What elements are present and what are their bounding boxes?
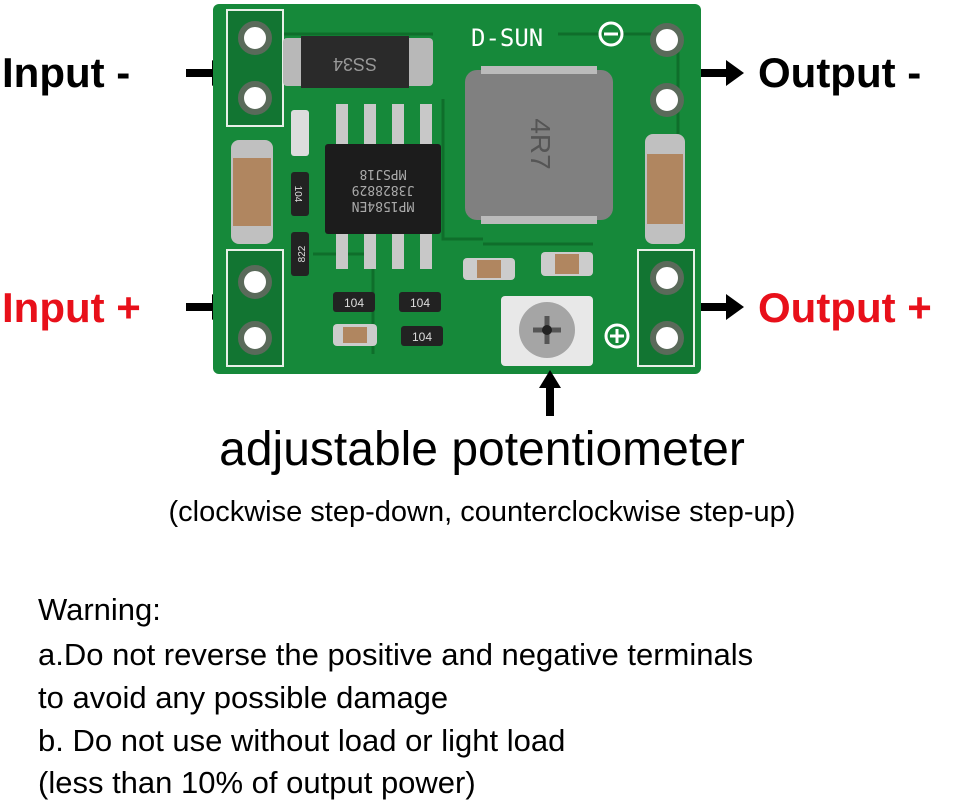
warning-line: a.Do not reverse the positive and negati… [38,637,754,672]
input-positive-label: Input + [2,284,141,331]
potentiometer[interactable] [501,296,593,366]
ic-marking: MPSJ18 [360,166,407,181]
potentiometer-note: (clockwise step-down, counterclockwise s… [168,496,796,528]
warning-line: to avoid any possible damage [38,680,449,715]
resistor-marking: 104 [292,186,303,203]
arrow-up-icon [539,370,561,416]
resistor-marking: 104 [412,330,432,344]
warning-line: (less than 10% of output power) [38,765,476,800]
warning-heading: Warning: [38,592,161,627]
resistor-marking: 104 [344,296,364,310]
ic-marking: J3828829 [352,182,415,197]
resistor-marking: 104 [410,296,430,310]
potentiometer-title: adjustable potentiometer [219,423,745,476]
output-positive-label: Output + [758,284,932,331]
arrow-right-icon [700,294,744,320]
buck-converter-board: D-SUN SS34 MP1584EN J3828829 MPSJ18 4R7 … [213,4,701,374]
ic-marking: MP1584EN [352,198,415,213]
input-negative-label: Input - [2,49,131,96]
inductor-marking: 4R7 [525,118,556,169]
terminal-pads [226,9,695,367]
resistor-marking: 822 [297,245,308,262]
plus-symbol-icon [604,323,630,349]
brand-silkscreen: D-SUN [471,24,543,52]
output-negative-label: Output - [758,49,922,96]
arrow-right-icon [700,60,744,86]
warning-line: b. Do not use without load or light load [38,723,566,758]
diode-marking: SS34 [333,54,377,74]
